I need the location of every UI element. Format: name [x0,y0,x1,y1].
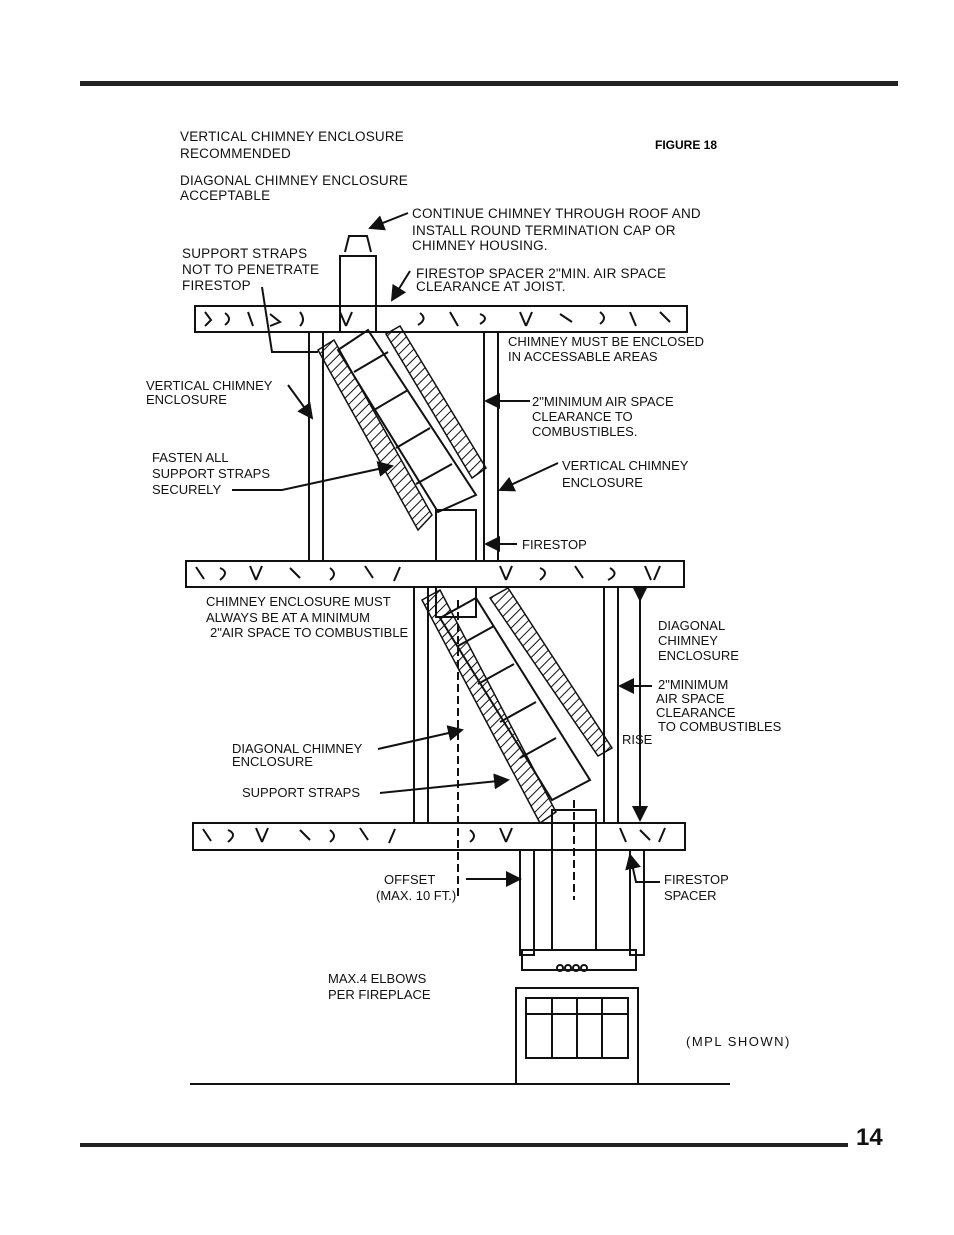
callout-vertical-enclosure-left: VERTICAL CHIMNEY ENCLOSURE [146,378,276,407]
callout-firestop-spacer-joist: FIRESTOP SPACER 2"MIN. AIR SPACE CLEARAN… [416,266,670,294]
callout-diagonal-enclosure-right: DIAGONAL CHIMNEY ENCLOSURE [658,618,739,663]
callout-vertical-enclosure-right: VERTICAL CHIMNEY ENCLOSURE [562,458,692,490]
callout-firestop: FIRESTOP [522,537,587,552]
joist-middle [185,560,685,588]
bottom-rule [80,1143,848,1147]
chimney-upper [316,235,488,562]
callout-offset: OFFSET (MAX. 10 FT.) [376,872,456,903]
top-rule [80,81,898,86]
vertical-enclosure-walls [308,331,645,956]
figure-label: FIGURE 18 [655,138,717,152]
joist-top [194,305,688,333]
dimension-lines [457,586,648,900]
callout-fasten-straps: FASTEN ALL SUPPORT STRAPS SECURELY [152,450,274,497]
callout-rise: RISE [622,732,653,747]
fireplace-unit [515,949,639,1085]
chimney-lower [420,586,614,951]
page-number: 14 [856,1124,883,1151]
vertical-enclosure-note: VERTICAL CHIMNEY ENCLOSURE RECOMMENDED [180,129,408,161]
callout-max-elbows: MAX.4 ELBOWS PER FIREPLACE [328,971,431,1002]
leader-lines [232,212,660,883]
callout-support-straps: SUPPORT STRAPS [242,785,360,800]
callout-enclosure-min: CHIMNEY ENCLOSURE MUST ALWAYS BE AT A MI… [206,594,409,640]
callout-must-be-enclosed: CHIMNEY MUST BE ENCLOSED IN ACCESSABLE A… [508,334,708,364]
callout-diagonal-enclosure-left: DIAGONAL CHIMNEY ENCLOSURE [232,741,366,769]
callout-continue-chimney: CONTINUE CHIMNEY THROUGH ROOF AND INSTAL… [412,206,705,253]
callout-min-air-space-lower: 2"MINIMUM AIR SPACE CLEARANCE TO COMBUST… [656,677,782,734]
callout-support-straps-not: SUPPORT STRAPS NOT TO PENETRATE FIRESTOP [182,246,323,293]
callout-firestop-spacer: FIRESTOP SPACER [664,872,732,903]
diagonal-enclosure-note: DIAGONAL CHIMNEY ENCLOSURE ACCEPTABLE [180,173,412,203]
callout-min-air-space-upper: 2"MINIMUM AIR SPACE CLEARANCE TO COMBUST… [532,394,677,439]
callout-mpl-shown: (MPL SHOWN) [686,1034,791,1049]
joist-bottom [192,822,686,851]
